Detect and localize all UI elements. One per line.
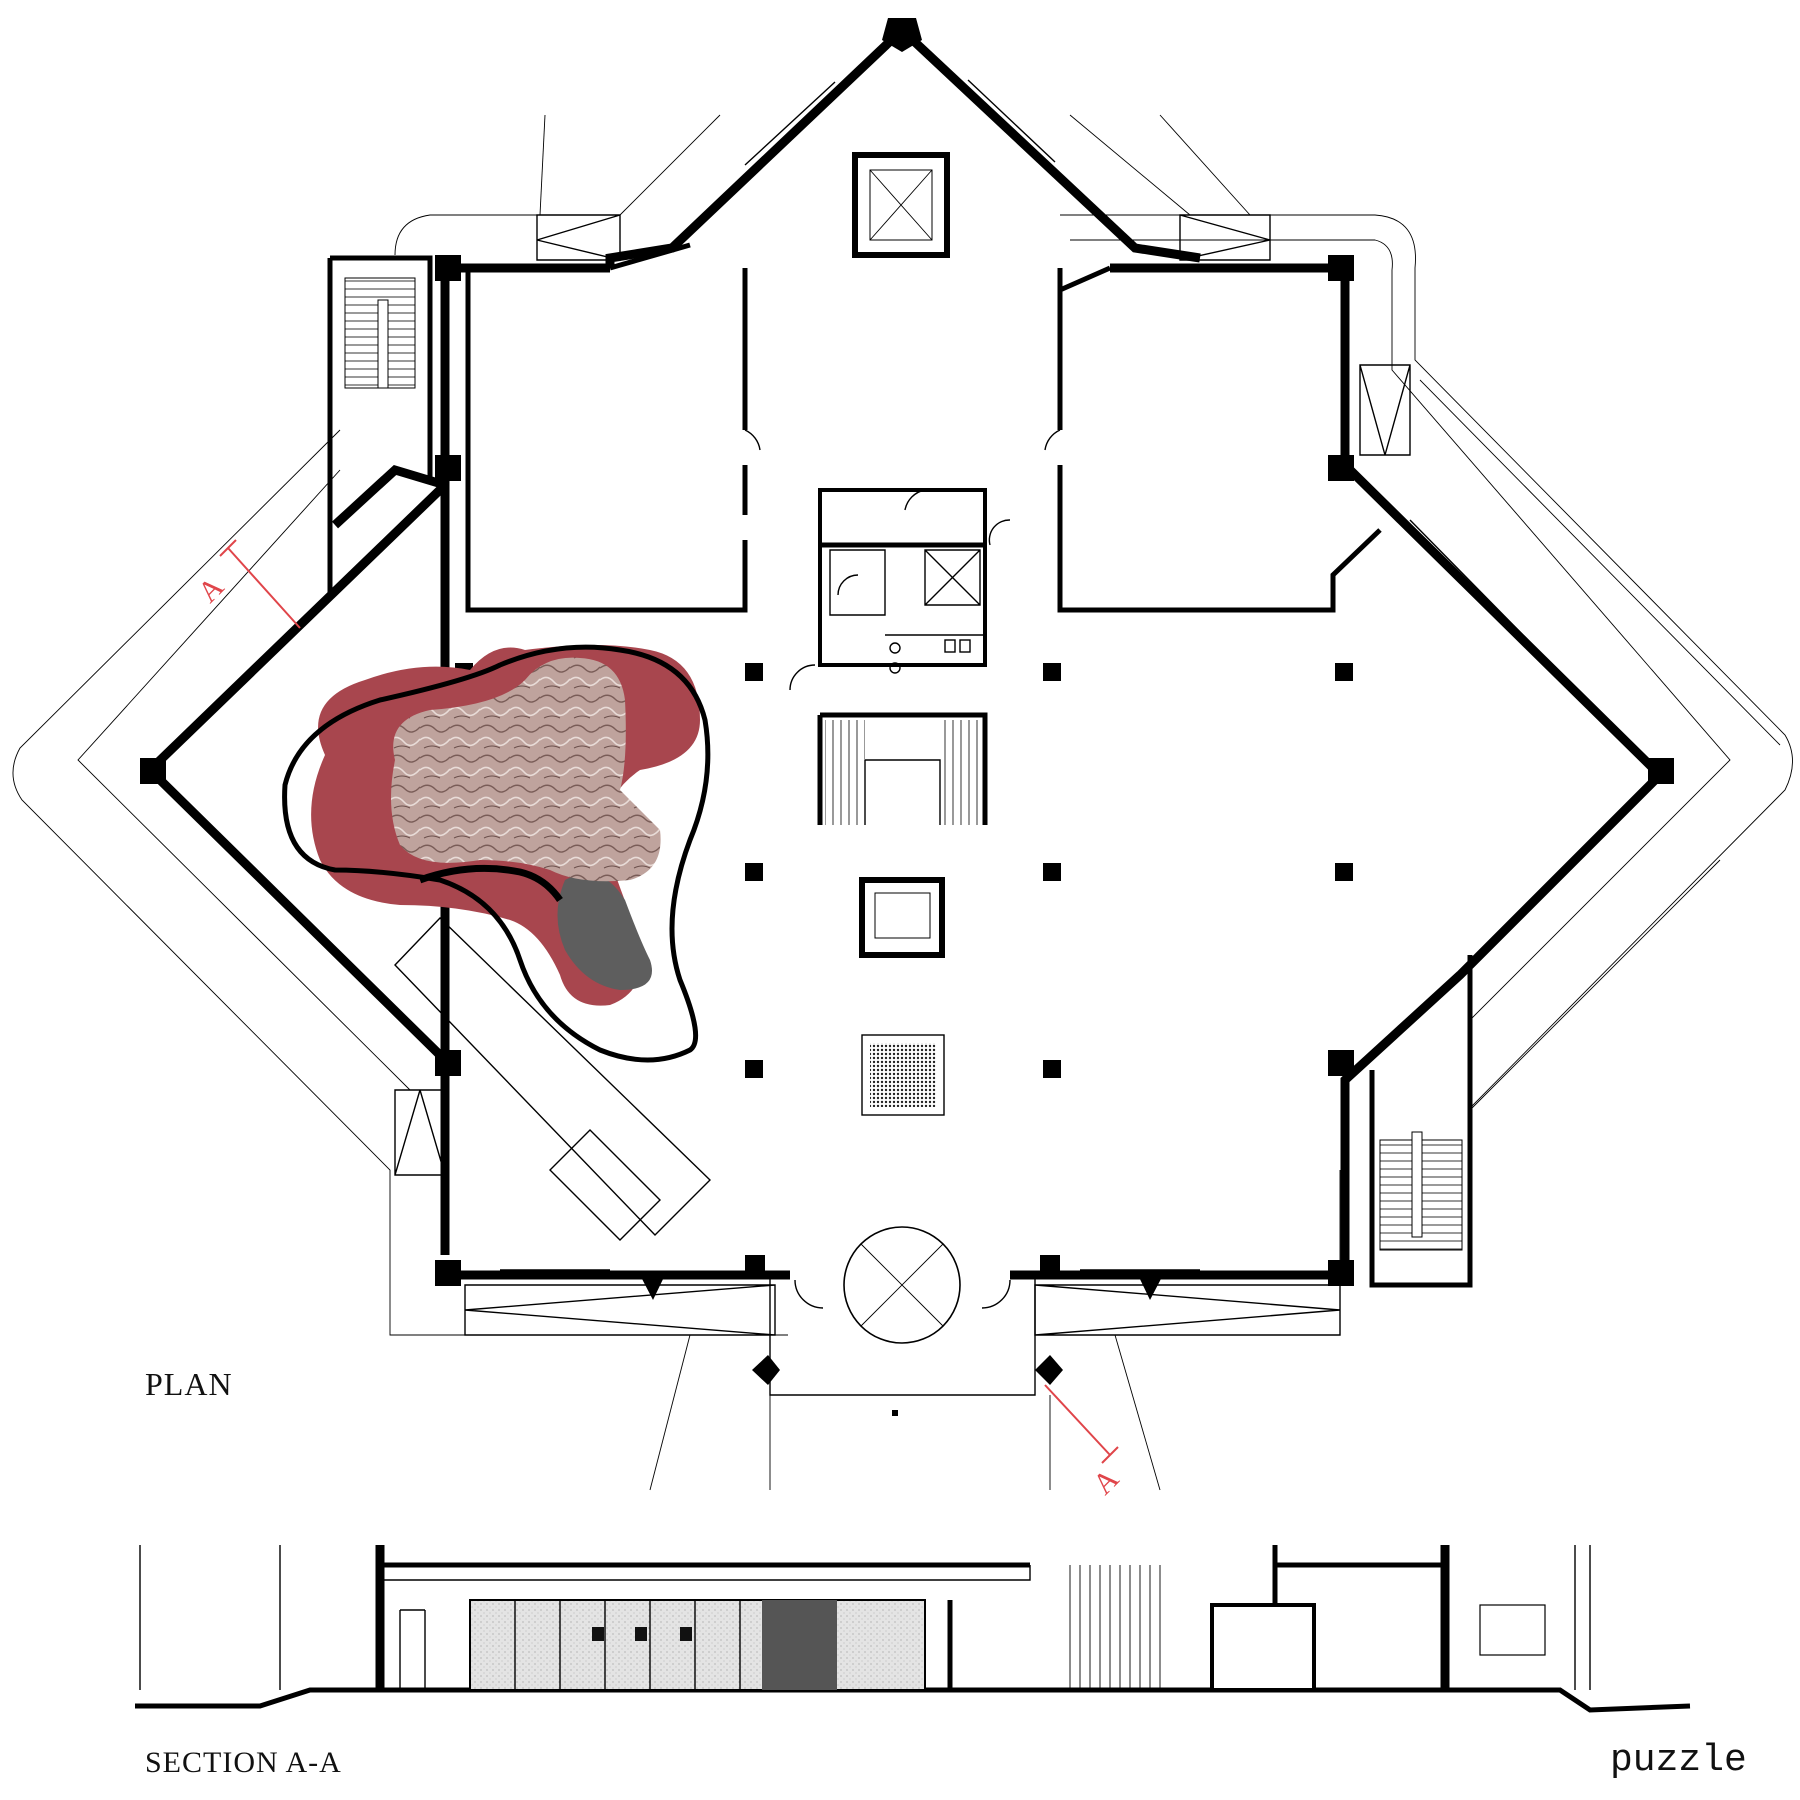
section-mark-top: A bbox=[192, 570, 231, 609]
section-label: SECTION A-A bbox=[145, 1746, 342, 1779]
elevator-top bbox=[852, 152, 950, 258]
stair-tower-right bbox=[1369, 955, 1473, 1288]
entrance-rotunda bbox=[769, 1226, 1036, 1416]
curved-outline bbox=[282, 644, 711, 1063]
section-mark-bottom: A bbox=[1087, 1462, 1126, 1501]
floor-plan: A A PLAN bbox=[12, 18, 1793, 1501]
section-louvers bbox=[1069, 1565, 1161, 1690]
stair-tower-left bbox=[327, 255, 433, 595]
brand-label: puzzle bbox=[1610, 1739, 1747, 1782]
window-segments bbox=[209, 79, 1533, 1271]
interior-columns bbox=[455, 663, 1353, 1078]
installation-blobs bbox=[282, 644, 711, 1063]
exterior-walls bbox=[143, 26, 1667, 1280]
diagonal-bench bbox=[394, 917, 711, 1241]
section-drawing: SECTION A-A bbox=[135, 1545, 1691, 1779]
elevator-central bbox=[859, 877, 945, 958]
room-northeast bbox=[1044, 265, 1382, 613]
section-glass-gallery bbox=[469, 1599, 926, 1691]
marble-blob bbox=[391, 657, 661, 882]
room-northwest bbox=[465, 242, 761, 613]
wall-columns bbox=[140, 18, 1674, 1385]
grey-blob bbox=[557, 873, 652, 990]
floor-grille bbox=[861, 1034, 945, 1116]
plan-label: PLAN bbox=[145, 1366, 233, 1402]
service-core bbox=[789, 488, 1011, 691]
central-stair bbox=[817, 712, 988, 825]
